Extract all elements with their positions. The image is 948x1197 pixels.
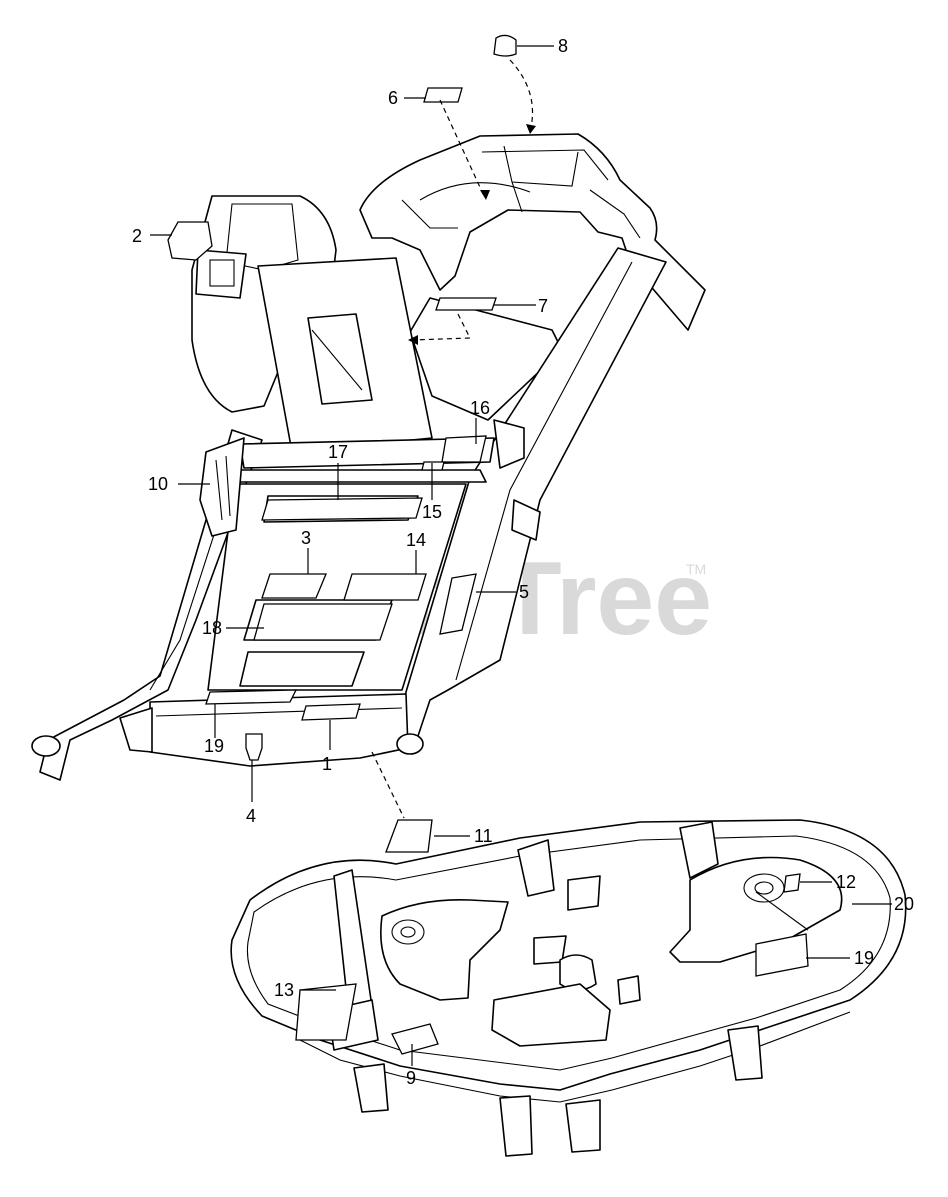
- callout-15: 15: [422, 502, 442, 522]
- callout-18: 18: [202, 618, 222, 638]
- callout-10: 10: [148, 474, 168, 494]
- decal-7: [435, 297, 497, 311]
- callout-2: 2: [132, 226, 142, 246]
- decal-11: [385, 819, 433, 853]
- decal-1: [301, 703, 361, 721]
- callout-4: 4: [246, 806, 256, 826]
- callout-3: 3: [301, 528, 311, 548]
- callout-8: 8: [558, 36, 568, 56]
- decal-19-front: [205, 689, 298, 705]
- callout-9: 9: [406, 1068, 416, 1088]
- callout-12: 12: [836, 872, 856, 892]
- bracket-2: [167, 221, 213, 261]
- decal-9: [391, 1023, 439, 1055]
- callout-17: 17: [328, 442, 348, 462]
- callouts: 1 2 3 4 5 6 7 8 9 10 11 12 13 14 15 16 1…: [132, 36, 914, 1088]
- decal-6: [423, 87, 463, 103]
- decal-5: [439, 573, 477, 635]
- callout-20: 20: [894, 894, 914, 914]
- callout-14: 14: [406, 530, 426, 550]
- decal-17: [261, 497, 423, 521]
- key-4: [245, 733, 263, 761]
- decal-8: [493, 34, 517, 57]
- deck-assembly: [230, 819, 907, 1157]
- callout-1: 1: [322, 754, 332, 774]
- callout-16: 16: [470, 398, 490, 418]
- decal-3: [261, 573, 327, 599]
- callout-11: 11: [474, 826, 493, 846]
- decal-13: [295, 983, 357, 1041]
- decal-15: [421, 461, 445, 471]
- callout-7: 7: [538, 296, 548, 316]
- decal-12: [783, 873, 801, 893]
- assembly-lines: [371, 59, 534, 819]
- callout-13: 13: [274, 980, 294, 1000]
- callout-5: 5: [519, 582, 529, 602]
- arrowheads: [408, 124, 536, 345]
- callout-6: 6: [388, 88, 398, 108]
- decal-19-deck: [755, 933, 809, 977]
- decal-18: [253, 603, 393, 641]
- bracket-16: [441, 435, 487, 463]
- decal-14: [343, 573, 427, 601]
- callout-19-deck: 19: [854, 948, 874, 968]
- watermark-trademark: TM: [686, 561, 706, 577]
- leader-lines: [150, 45, 892, 1066]
- frame-assembly: [31, 34, 706, 781]
- callout-19-front: 19: [204, 736, 224, 756]
